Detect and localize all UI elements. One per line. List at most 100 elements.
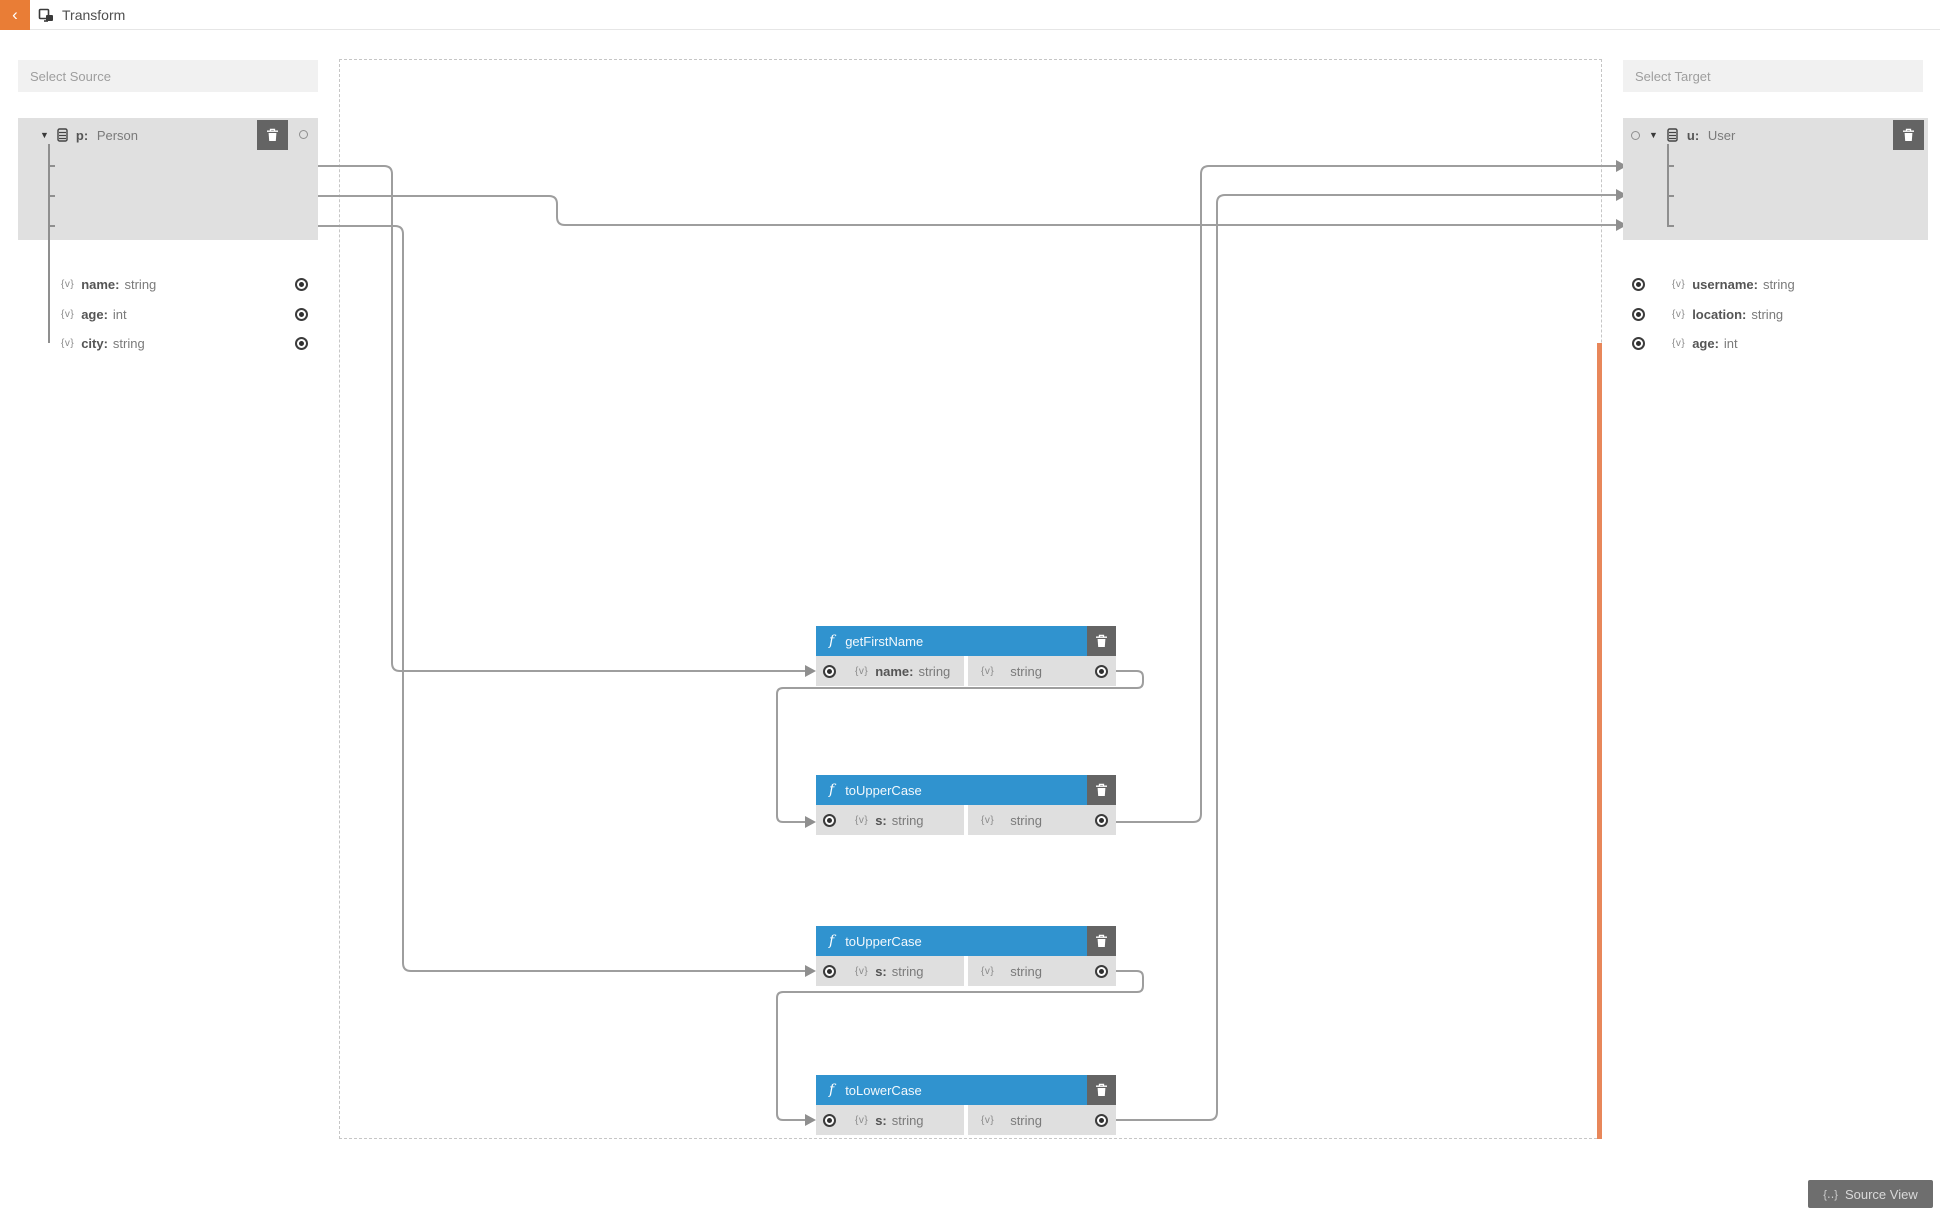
- value-badge: {v}: [981, 665, 995, 677]
- trash-icon: [1902, 128, 1915, 142]
- target-schema-panel: ▼ u: User {v} username: string {v} locat…: [1623, 118, 1928, 351]
- trash-icon: [1095, 634, 1108, 648]
- chevron-left-icon: ‹: [12, 5, 18, 24]
- target-root-row[interactable]: ▼ u: User: [1623, 120, 1928, 150]
- root-prefix: u:: [1686, 127, 1700, 143]
- trash-icon: [266, 128, 279, 142]
- source-view-button[interactable]: {‥} Source View: [1808, 1180, 1933, 1208]
- value-badge: {v}: [855, 814, 869, 826]
- field-name: age:: [81, 306, 108, 322]
- table-icon: [57, 128, 68, 142]
- source-view-label: Source View: [1844, 1186, 1918, 1202]
- target-age-connector[interactable]: [1632, 336, 1645, 350]
- field-type: string: [1762, 276, 1795, 292]
- function-input-connector[interactable]: [823, 813, 836, 827]
- function-output-connector[interactable]: [1095, 1113, 1108, 1127]
- code-braces-icon: {‥}: [1823, 1188, 1838, 1201]
- trash-icon: [1095, 1083, 1108, 1097]
- value-badge: {v}: [981, 814, 995, 826]
- param-name: s:: [875, 812, 887, 828]
- select-source-input[interactable]: [18, 60, 318, 92]
- function-input-connector[interactable]: [823, 664, 836, 678]
- field-name: location:: [1692, 306, 1747, 322]
- field-type: string: [112, 335, 145, 351]
- function-title: getFirstName: [845, 633, 924, 649]
- param-name: s:: [875, 1112, 887, 1128]
- source-field-city[interactable]: {v} city: string: [18, 328, 318, 358]
- function-icon: f: [829, 1082, 835, 1098]
- select-target-input[interactable]: [1623, 60, 1923, 92]
- param-type: string: [891, 812, 924, 828]
- param-type: string: [891, 1112, 924, 1128]
- source-field-age[interactable]: {v} age: int: [18, 299, 318, 329]
- root-name: User: [1707, 127, 1736, 143]
- delete-function-button[interactable]: [1087, 926, 1116, 956]
- function-output-connector[interactable]: [1095, 813, 1108, 827]
- target-field-location[interactable]: {v} location: string: [1623, 299, 1928, 329]
- source-root-connector[interactable]: [299, 130, 308, 139]
- collapse-caret-icon[interactable]: ▼: [1649, 130, 1658, 140]
- value-badge: {v}: [981, 1114, 995, 1126]
- transform-icon: [38, 8, 55, 23]
- delete-function-button[interactable]: [1087, 775, 1116, 805]
- target-field-username[interactable]: {v} username: string: [1623, 269, 1928, 299]
- value-badge: {v}: [1672, 337, 1686, 349]
- trash-icon: [1095, 783, 1108, 797]
- function-icon: f: [829, 633, 835, 649]
- field-name: username:: [1692, 276, 1758, 292]
- source-schema-panel: ▼ p: Person {v} name: string {v} age: in…: [18, 118, 318, 351]
- param-name: name:: [875, 663, 914, 679]
- value-badge: {v}: [855, 665, 869, 677]
- source-root-row[interactable]: ▼ p: Person: [18, 120, 318, 150]
- source-name-connector[interactable]: [295, 277, 308, 291]
- delete-target-button[interactable]: [1893, 120, 1924, 150]
- function-output-connector[interactable]: [1095, 964, 1108, 978]
- trash-icon: [1095, 934, 1108, 948]
- target-username-connector[interactable]: [1632, 277, 1645, 291]
- value-badge: {v}: [855, 1114, 869, 1126]
- target-field-age[interactable]: {v} age: int: [1623, 328, 1928, 358]
- param-type: string: [918, 663, 951, 679]
- field-type: string: [1751, 306, 1784, 322]
- field-type: string: [124, 276, 157, 292]
- source-age-connector[interactable]: [295, 307, 308, 321]
- target-root-connector[interactable]: [1631, 130, 1640, 140]
- value-badge: {v}: [981, 965, 995, 977]
- function-input-connector[interactable]: [823, 1113, 836, 1127]
- field-type: int: [112, 306, 127, 322]
- field-name: age:: [1692, 335, 1719, 351]
- function-input-connector[interactable]: [823, 964, 836, 978]
- page-title: Transform: [62, 7, 126, 23]
- canvas-edge-marker: [1597, 343, 1602, 1139]
- delete-function-button[interactable]: [1087, 626, 1116, 656]
- return-type: string: [1010, 963, 1042, 979]
- return-type: string: [1010, 812, 1042, 828]
- source-city-connector[interactable]: [295, 336, 308, 350]
- function-output-connector[interactable]: [1095, 664, 1108, 678]
- source-field-name[interactable]: {v} name: string: [18, 269, 318, 299]
- param-name: s:: [875, 963, 887, 979]
- field-type: int: [1723, 335, 1738, 351]
- function-title: toLowerCase: [845, 1082, 922, 1098]
- value-badge: {v}: [61, 308, 75, 320]
- target-location-connector[interactable]: [1632, 307, 1645, 321]
- top-bar: ‹ Transform: [0, 0, 1940, 30]
- delete-function-button[interactable]: [1087, 1075, 1116, 1105]
- return-type: string: [1010, 663, 1042, 679]
- root-prefix: p:: [75, 127, 89, 143]
- function-title: toUpperCase: [845, 933, 922, 949]
- field-name: name:: [81, 276, 120, 292]
- value-badge: {v}: [1672, 308, 1686, 320]
- collapse-caret-icon[interactable]: ▼: [40, 130, 49, 140]
- value-badge: {v}: [61, 337, 75, 349]
- function-icon: f: [829, 933, 835, 949]
- delete-source-button[interactable]: [257, 120, 288, 150]
- function-icon: f: [829, 782, 835, 798]
- function-node-getfirstname[interactable]: f getFirstName {v} name: string {v} strin…: [816, 626, 1116, 686]
- field-name: city:: [81, 335, 108, 351]
- back-button[interactable]: ‹: [0, 0, 30, 30]
